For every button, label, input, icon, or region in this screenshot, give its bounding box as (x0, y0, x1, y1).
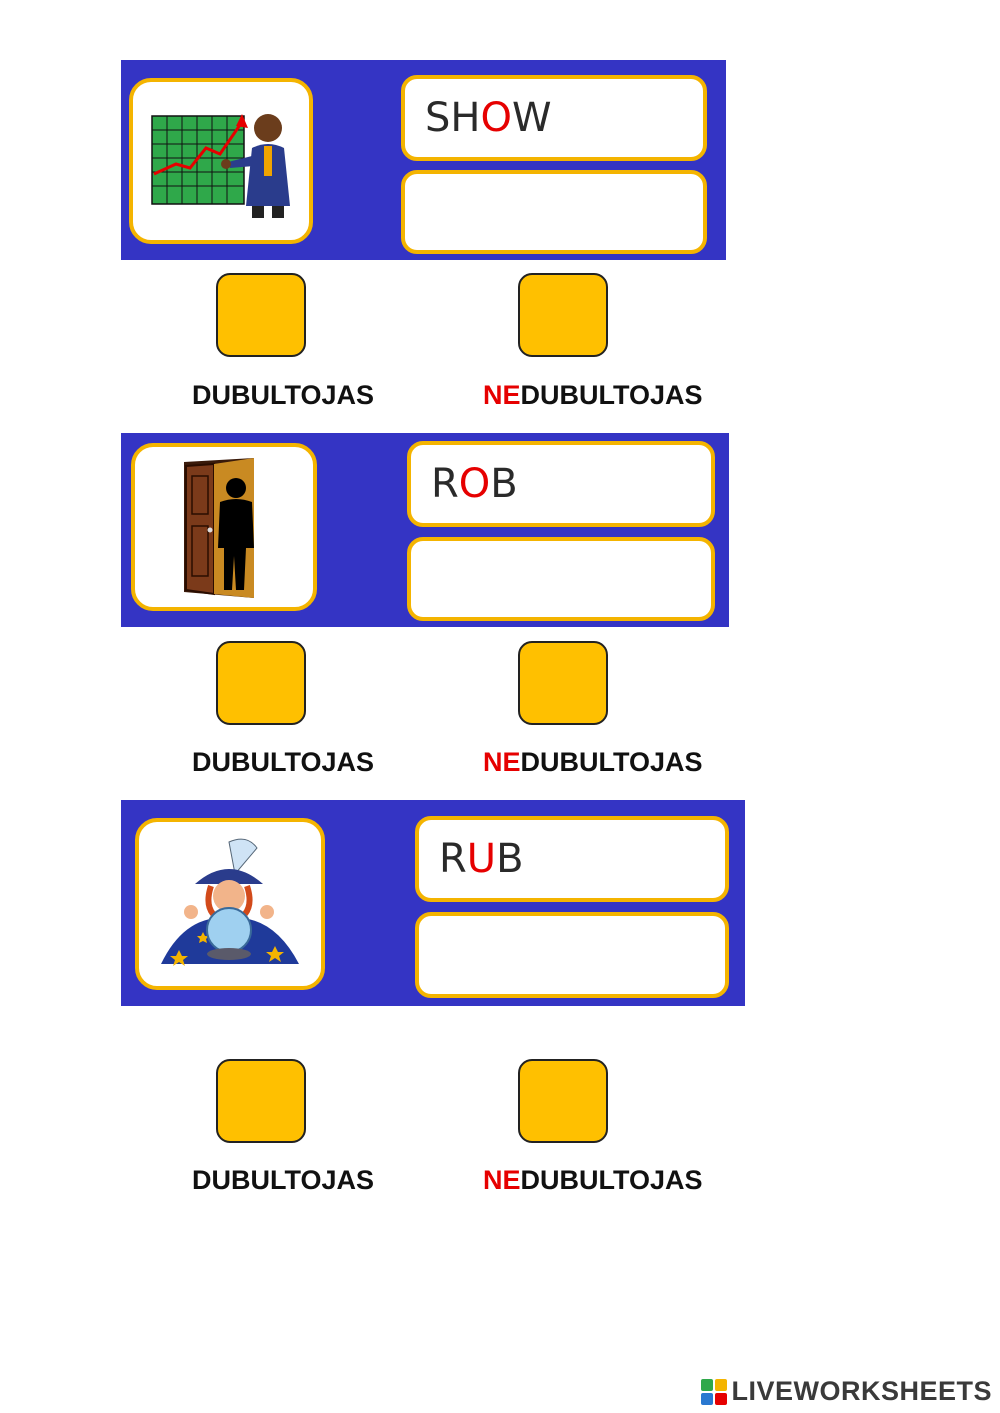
option-label-dubultojas: DUBULTOJAS (192, 380, 375, 410)
word-suffix: B (490, 461, 518, 507)
wizard-crystal-ball-image (161, 838, 299, 966)
picture-box (135, 818, 325, 990)
checkbox-nedubultojas-2[interactable] (518, 641, 608, 725)
answer-input[interactable] (407, 537, 715, 621)
option-label-nedubultojas: NEDUBULTOJAS (483, 1165, 703, 1196)
checkbox-dubultojas-3[interactable] (216, 1059, 306, 1143)
negation-prefix: NE (483, 380, 521, 410)
option-label-dubultojas: DUBULTOJAS (192, 747, 375, 777)
answer-input[interactable] (415, 912, 729, 998)
option-label-rest: DUBULTOJAS (520, 380, 703, 410)
option-label-rest: DUBULTOJAS (520, 1165, 703, 1195)
silhouette-door-image (184, 458, 254, 598)
answer-input[interactable] (401, 170, 707, 254)
word-suffix: W (511, 95, 552, 141)
checkbox-dubultojas-1[interactable] (216, 273, 306, 357)
option-label-nedubultojas: NEDUBULTOJAS (483, 380, 703, 411)
option-label-dubultojas: DUBULTOJAS (192, 1165, 375, 1195)
checkbox-dubultojas-2[interactable] (216, 641, 306, 725)
negation-prefix: NE (483, 747, 521, 777)
logo-text: LIVEWORKSHEETS (731, 1376, 992, 1406)
word-prefix: SH (425, 95, 481, 141)
word-highlight-letter: O (458, 461, 491, 507)
word-highlight-letter: U (466, 836, 497, 882)
logo-mark-icon (701, 1378, 728, 1405)
presenter-chart-image (151, 114, 290, 218)
liveworksheets-logo: LIVEWORKSHEETS (701, 1376, 992, 1407)
word-prefix: R (431, 461, 459, 507)
picture-box (129, 78, 313, 244)
word-suffix: B (496, 836, 524, 882)
checkbox-nedubultojas-3[interactable] (518, 1059, 608, 1143)
word-highlight-letter: O (480, 95, 512, 141)
word-prefix: R (439, 836, 467, 882)
picture-box (131, 443, 317, 611)
negation-prefix: NE (483, 1165, 521, 1195)
checkbox-nedubultojas-1[interactable] (518, 273, 608, 357)
option-label-nedubultojas: NEDUBULTOJAS (483, 747, 703, 778)
option-label-rest: DUBULTOJAS (520, 747, 703, 777)
